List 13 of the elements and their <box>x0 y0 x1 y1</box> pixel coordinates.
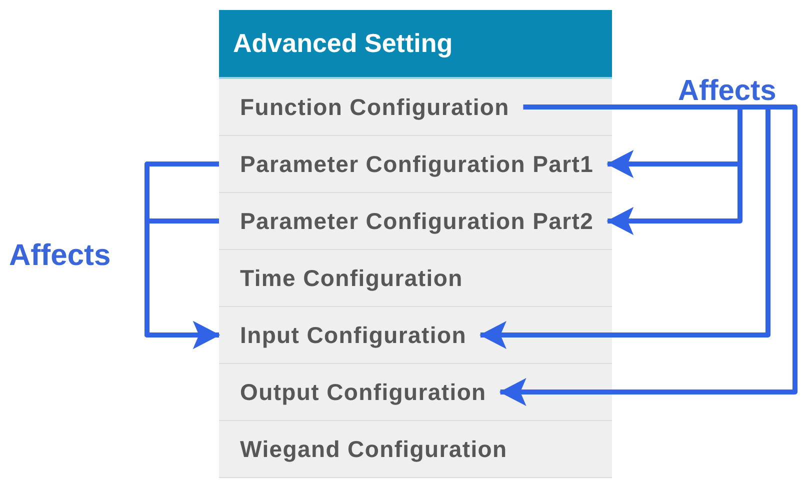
annotation-label: Affects <box>9 238 111 274</box>
menu-item: Parameter Configuration Part1 <box>219 146 608 182</box>
menu-item: Input Configuration <box>219 318 480 352</box>
panel-header: Advanced Setting <box>219 10 612 79</box>
menu-item: Function Configuration <box>219 90 524 124</box>
settings-panel <box>219 10 612 478</box>
arrow <box>499 104 798 406</box>
menu-item: Time Configuration <box>219 260 477 296</box>
arrow <box>144 218 220 349</box>
menu-item: Parameter Configuration Part2 <box>219 204 608 238</box>
menu-item: Output Configuration <box>219 374 500 410</box>
menu-item: Wiegand Configuration <box>219 432 522 466</box>
annotation-label: Affects <box>678 74 776 109</box>
